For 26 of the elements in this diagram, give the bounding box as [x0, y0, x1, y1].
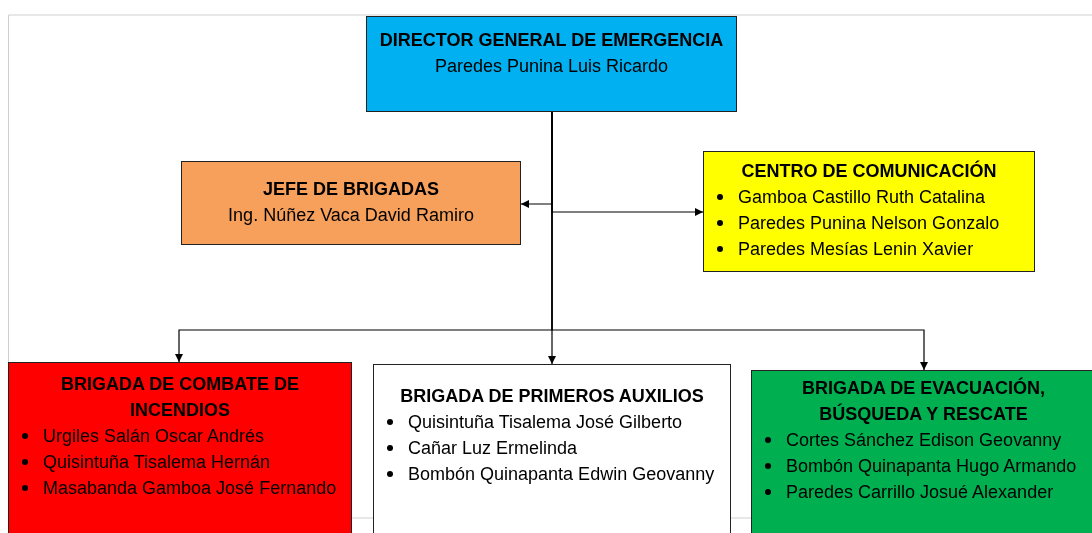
bullet-item: Gamboa Castillo Ruth Catalina: [712, 184, 1026, 210]
box-heading: CENTRO DE COMUNICACIÓN: [740, 159, 998, 183]
box-heading: BRIGADA DE COMBATE DE INCENDIOS: [60, 373, 300, 422]
person-name: Paredes Punina Luis Ricardo: [433, 55, 670, 78]
bullet-item: Cañar Luz Ermelinda: [382, 435, 722, 461]
bullet-item: Bombón Quinapanta Edwin Geovanny: [382, 461, 722, 487]
bullet-item: Cortes Sánchez Edison Geovanny: [760, 427, 1087, 453]
box-heading: JEFE DE BRIGADAS: [262, 178, 440, 201]
bullet-item: Bombón Quinapanta Hugo Armando: [760, 453, 1087, 479]
bullet-item: Paredes Carrillo Josué Alexander: [760, 479, 1087, 505]
box-heading: BRIGADA DE EVACUACIÓN, BÚSQUEDA Y RESCATE: [801, 376, 1046, 426]
bullet-item: Quisintuña Tisalema José Gilberto: [382, 409, 722, 435]
box-heading: DIRECTOR GENERAL DE EMERGENCIA: [378, 29, 725, 52]
bullet-item: Masabanda Gamboa José Fernando: [17, 475, 343, 501]
bullet-item: Urgiles Salán Oscar Andrés: [17, 423, 343, 449]
org-box: [703, 151, 1035, 272]
bullet-item: Paredes Punina Nelson Gonzalo: [712, 210, 1026, 236]
bullet-item: Quisintuña Tisalema Hernán: [17, 449, 343, 475]
org-box: [366, 16, 737, 112]
person-name: Ing. Núñez Vaca David Ramiro: [227, 204, 475, 227]
org-box: [373, 364, 731, 533]
org-box: [181, 161, 521, 245]
bullet-item: Paredes Mesías Lenin Xavier: [712, 236, 1026, 262]
org-box: [751, 370, 1092, 533]
org-box: [8, 362, 352, 533]
box-heading: BRIGADA DE PRIMEROS AUXILIOS: [399, 385, 705, 408]
